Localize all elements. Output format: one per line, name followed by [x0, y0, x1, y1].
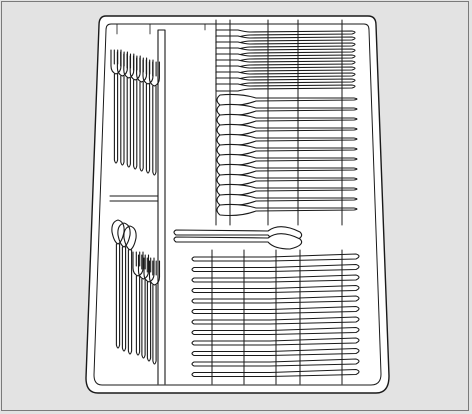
spoon-horizontal — [216, 143, 358, 157]
fork-horizontal — [215, 41, 356, 50]
fork-horizontal — [215, 65, 356, 74]
tray-inner-rim — [93, 23, 382, 386]
spoon-horizontal — [216, 173, 358, 187]
fork-horizontal — [215, 47, 356, 56]
spoon-horizontal — [216, 153, 358, 167]
fork-horizontal — [215, 71, 356, 80]
fork — [110, 49, 122, 164]
spoon — [123, 225, 137, 355]
fork-horizontal — [215, 83, 356, 92]
fork — [116, 51, 128, 166]
crosswise-spoons-group — [173, 226, 303, 250]
spoon — [111, 219, 125, 349]
spoon-horizontal — [216, 133, 358, 147]
fork — [132, 251, 144, 356]
spoon — [117, 222, 131, 352]
knives-group — [191, 249, 360, 385]
fork — [137, 254, 150, 359]
spoon-horizontal — [216, 103, 358, 117]
fork — [129, 55, 141, 170]
spoon-horizontal — [216, 93, 358, 107]
fork-horizontal — [215, 29, 356, 38]
spoon-horizontal — [216, 183, 358, 197]
spoon-horizontal — [216, 113, 358, 127]
fork-horizontal — [215, 77, 356, 86]
fork — [143, 257, 155, 362]
tray-corner-details — [116, 23, 206, 35]
upper-main-cutlery-group — [215, 19, 358, 226]
fork — [148, 260, 161, 365]
fork — [142, 59, 154, 174]
fork-horizontal — [215, 35, 356, 44]
tray-divider-wall — [157, 29, 166, 385]
fork — [148, 61, 160, 176]
spoon-horizontal — [216, 203, 358, 217]
fork — [123, 53, 135, 168]
spoon-horizontal — [216, 163, 358, 177]
spoon-crosswise — [173, 233, 303, 250]
spoon-horizontal — [216, 123, 358, 137]
spoon-horizontal — [216, 193, 358, 207]
tray-shelf-ridge — [109, 195, 159, 202]
fork-horizontal — [215, 53, 356, 62]
fork-horizontal — [215, 59, 356, 68]
fork — [136, 57, 148, 172]
upper-left-forks-group — [110, 49, 160, 176]
lower-left-cutlery-group — [111, 219, 161, 365]
